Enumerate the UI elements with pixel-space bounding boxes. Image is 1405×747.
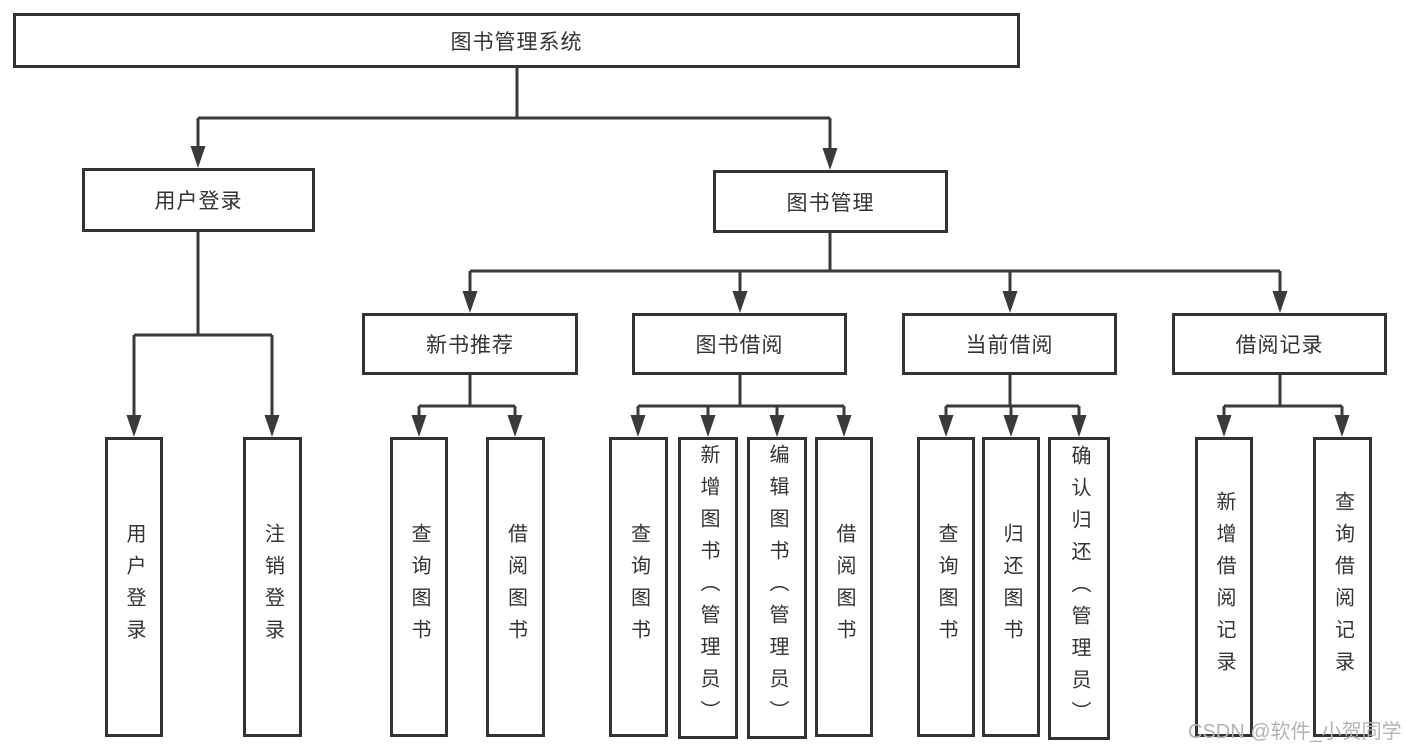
leaf-query-borrow-record-label: 查询借阅记录 xyxy=(1331,491,1354,683)
node-book-borrowing: 图书借阅 xyxy=(632,313,847,375)
leaf-borrow-books-borrow: 借阅图书 xyxy=(815,437,873,737)
leaf-add-books-admin-label: 新增图书（管理员） xyxy=(697,444,719,732)
leaf-logout-login-label: 注销登录 xyxy=(261,523,284,651)
node-current-borrowing: 当前借阅 xyxy=(902,313,1117,375)
leaf-add-borrow-record-label: 新增借阅记录 xyxy=(1213,491,1235,683)
leaf-edit-books-admin: 编辑图书（管理员） xyxy=(747,437,807,739)
leaf-add-books-admin: 新增图书（管理员） xyxy=(678,437,738,739)
watermark: CSDN @软件_小贺同学 xyxy=(1188,721,1402,743)
leaf-borrow-books-recommend-label: 借阅图书 xyxy=(504,523,527,651)
leaf-add-borrow-record: 新增借阅记录 xyxy=(1195,437,1253,737)
node-library-management-system: 图书管理系统 xyxy=(13,13,1020,68)
node-borrowing-records: 借阅记录 xyxy=(1172,313,1387,375)
leaf-query-borrow-record: 查询借阅记录 xyxy=(1313,437,1372,737)
leaf-query-books-borrow-label: 查询图书 xyxy=(627,523,650,651)
node-user-login: 用户登录 xyxy=(82,168,315,232)
node-book-management: 图书管理 xyxy=(713,170,948,233)
leaf-confirm-return-admin-label: 确认归还（管理员） xyxy=(1068,444,1090,733)
node-book-management-label: 图书管理 xyxy=(786,191,875,215)
node-borrowing-records-label: 借阅记录 xyxy=(1235,334,1324,357)
leaf-query-books-recommend-label: 查询图书 xyxy=(408,523,430,651)
leaf-query-books-borrow: 查询图书 xyxy=(609,437,668,737)
leaf-return-books-label: 归还图书 xyxy=(1000,523,1022,651)
leaf-edit-books-admin-label: 编辑图书（管理员） xyxy=(766,444,788,732)
leaf-confirm-return-admin: 确认归还（管理员） xyxy=(1048,437,1110,740)
leaf-logout-login: 注销登录 xyxy=(243,437,302,737)
node-new-book-recommendation-label: 新书推荐 xyxy=(426,334,514,357)
leaf-user-login: 用户登录 xyxy=(105,437,163,737)
node-book-borrowing-label: 图书借阅 xyxy=(695,334,784,357)
node-user-login-label: 用户登录 xyxy=(154,190,243,213)
leaf-query-books-current-label: 查询图书 xyxy=(935,523,957,651)
node-library-management-system-label: 图书管理系统 xyxy=(450,30,583,54)
leaf-query-books-recommend: 查询图书 xyxy=(390,437,448,737)
node-new-book-recommendation: 新书推荐 xyxy=(362,313,578,375)
node-current-borrowing-label: 当前借阅 xyxy=(965,334,1054,357)
leaf-return-books: 归还图书 xyxy=(982,437,1040,737)
leaf-borrow-books-recommend: 借阅图书 xyxy=(486,437,545,737)
leaf-borrow-books-borrow-label: 借阅图书 xyxy=(833,523,855,651)
leaf-query-books-current: 查询图书 xyxy=(917,437,975,737)
leaf-user-login-label: 用户登录 xyxy=(123,523,145,651)
